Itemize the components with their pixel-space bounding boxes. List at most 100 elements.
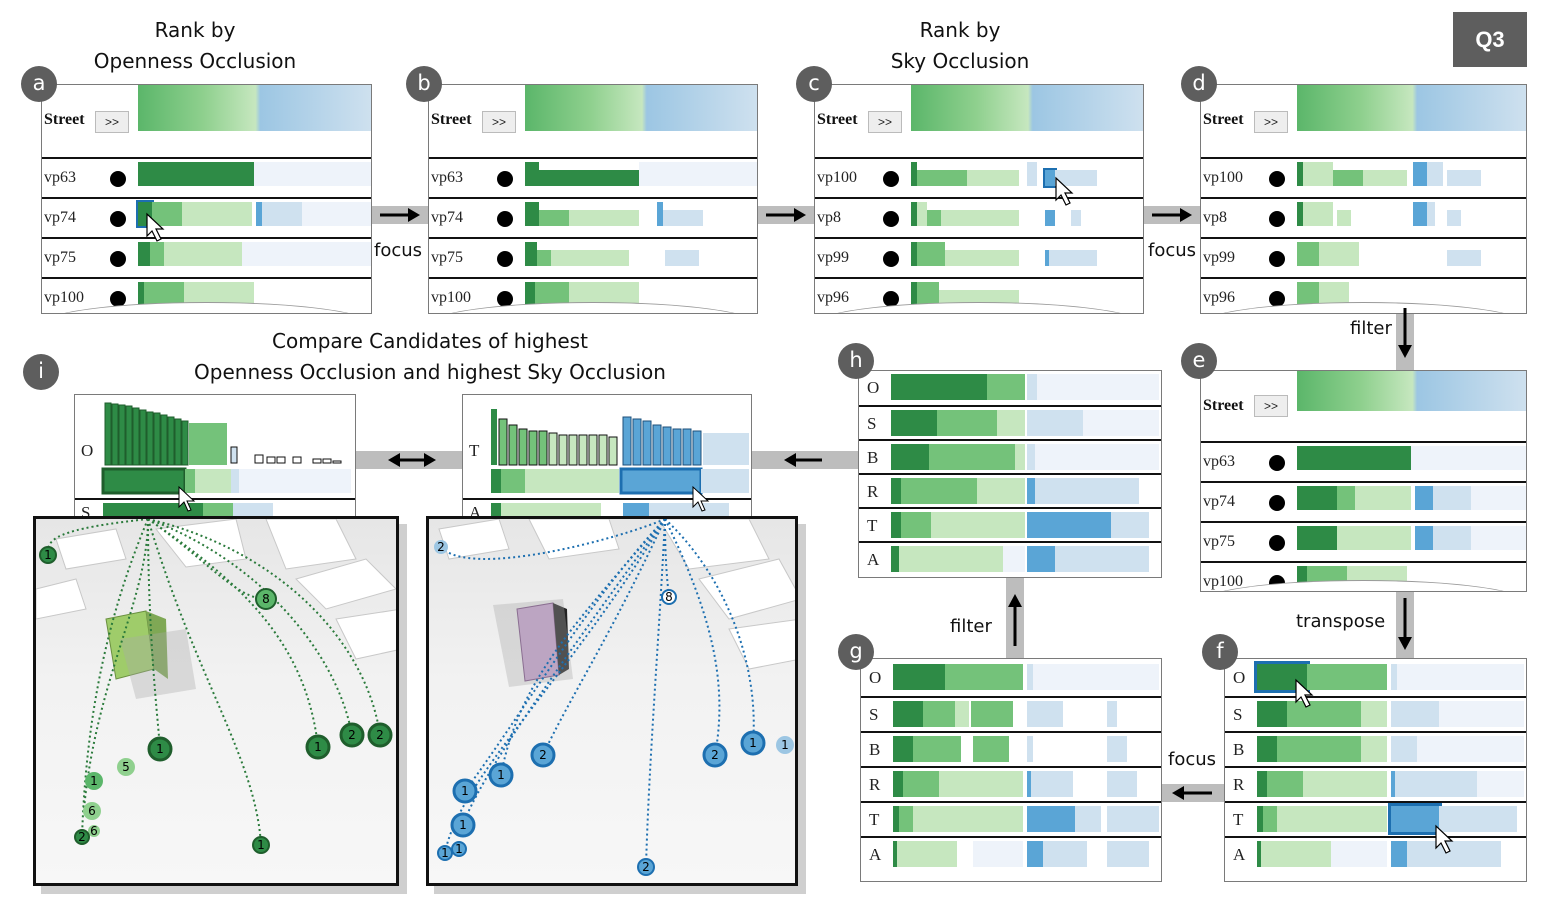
table-row[interactable]: vp74 [1201, 481, 1526, 521]
row-label: A [1233, 845, 1246, 864]
table-row[interactable]: O [1225, 661, 1526, 696]
table-row[interactable]: vp63 [429, 157, 757, 197]
table-row[interactable]: B [1225, 731, 1526, 766]
table-row[interactable]: vp75 [1201, 521, 1526, 561]
row-marker [1269, 251, 1285, 267]
table-row[interactable]: R [1225, 766, 1526, 801]
row-label: vp8 [1203, 209, 1227, 226]
connector-h-i [752, 451, 860, 469]
table-row[interactable]: O [859, 371, 1161, 406]
connector-a-b [372, 206, 428, 224]
column-header-histogram [138, 85, 371, 131]
table-row[interactable]: vp75 [429, 237, 757, 277]
row-label: vp96 [817, 289, 849, 306]
street-label: Street [817, 111, 858, 128]
table-row[interactable]: A [1225, 836, 1526, 871]
table-row[interactable]: vp63 [1201, 441, 1526, 481]
column-header-histogram [911, 85, 1143, 131]
row-label: vp100 [431, 289, 471, 306]
table-row[interactable]: S [859, 405, 1161, 440]
table-row[interactable]: vp74 [42, 197, 371, 237]
table-row[interactable]: vp100 [815, 157, 1143, 197]
table-row[interactable]: T [861, 801, 1161, 836]
expand-button[interactable]: >> [482, 111, 516, 133]
panel-badge-a: a [21, 66, 57, 102]
row-label: vp99 [817, 249, 849, 266]
table-row[interactable]: vp100 [1201, 157, 1526, 197]
street-label: Street [1203, 397, 1244, 414]
table-row[interactable]: T [1225, 801, 1526, 836]
row-marker [1269, 495, 1285, 511]
expand-button[interactable]: >> [95, 111, 129, 133]
panel-badge-d: d [1181, 66, 1217, 102]
caption-line: Rank by [154, 18, 236, 42]
table-row[interactable]: S [861, 696, 1161, 731]
table-row[interactable]: vp8 [815, 197, 1143, 237]
row-label: vp100 [817, 169, 857, 186]
row-label: vp74 [431, 209, 463, 226]
table-row[interactable]: vp99 [1201, 237, 1526, 277]
caption-sky: Rank by Sky Occlusion [850, 15, 1070, 77]
street-label: Street [431, 111, 472, 128]
table-row[interactable]: T [859, 507, 1161, 542]
table-row[interactable]: A [859, 541, 1161, 576]
panel-badge-g: g [838, 634, 874, 670]
table-row[interactable]: vp74 [429, 197, 757, 237]
panel-b-ranking-table: Street >> vp63 vp74 vp75 vp100 [428, 84, 758, 314]
row-label: S [81, 503, 91, 520]
caption-compare: Compare Candidates of highest Openness O… [150, 326, 710, 388]
row-label: O [81, 441, 94, 460]
column-header-histogram [1297, 371, 1526, 411]
row-label: vp63 [44, 169, 76, 186]
row-marker [110, 171, 126, 187]
panel-badge-h: h [838, 343, 874, 379]
map-view-openness[interactable]: 1 8 1 5 1 2 2 1 6 6 2 1 [33, 516, 399, 886]
expand-button[interactable]: >> [1254, 111, 1288, 133]
table-row[interactable]: B [859, 439, 1161, 474]
panel-badge-e: e [1181, 343, 1217, 379]
step-label-focus-fg: focus [1168, 749, 1217, 770]
panel-badge-f: f [1202, 634, 1238, 670]
sky-histogram [463, 409, 751, 519]
question-badge: Q3 [1453, 12, 1527, 67]
caption-line: Openness Occlusion [93, 49, 297, 73]
step-label-focus-ab: focus [374, 240, 423, 261]
caption-line: Openness Occlusion and highest Sky Occlu… [194, 360, 666, 384]
row-label: vp63 [1203, 453, 1235, 470]
row-marker [1269, 171, 1285, 187]
panel-f-transposed-table: O S B R T A [1224, 658, 1527, 882]
table-row[interactable]: S [1225, 696, 1526, 731]
table-row[interactable]: B [861, 731, 1161, 766]
table-row[interactable]: vp8 [1201, 197, 1526, 237]
step-label-filter-gh: filter [950, 616, 992, 637]
caption-line: Rank by [919, 18, 1001, 42]
row-marker [497, 291, 513, 307]
expand-button[interactable]: >> [868, 111, 902, 133]
row-marker [883, 171, 899, 187]
row-marker [883, 211, 899, 227]
table-row[interactable]: R [861, 766, 1161, 801]
row-label: vp100 [1203, 573, 1243, 590]
table-row[interactable]: A [861, 836, 1161, 871]
expand-button[interactable]: >> [1254, 395, 1288, 417]
row-label: vp75 [431, 249, 463, 266]
table-row[interactable]: vp75 [42, 237, 371, 277]
row-label: T [869, 810, 880, 829]
panel-badge-b: b [406, 66, 442, 102]
column-header-histogram [1297, 85, 1526, 131]
row-marker [1269, 211, 1285, 227]
compare-panel-sky: T A [462, 394, 752, 520]
table-row[interactable]: vp63 [42, 157, 371, 197]
connector-c-d [1144, 206, 1200, 224]
row-label: O [869, 668, 882, 687]
row-label: R [869, 775, 881, 794]
table-row[interactable]: vp99 [815, 237, 1143, 277]
row-marker [497, 171, 513, 187]
table-row[interactable]: R [859, 473, 1161, 508]
table-row[interactable]: O [861, 661, 1161, 696]
map-sky-drawing [434, 519, 795, 876]
street-label: Street [44, 111, 85, 128]
map-view-sky[interactable]: 2 8 2 1 1 2 1 1 1 1 1 2 [426, 516, 798, 886]
torn-edge [429, 302, 757, 313]
row-label: B [869, 740, 881, 759]
